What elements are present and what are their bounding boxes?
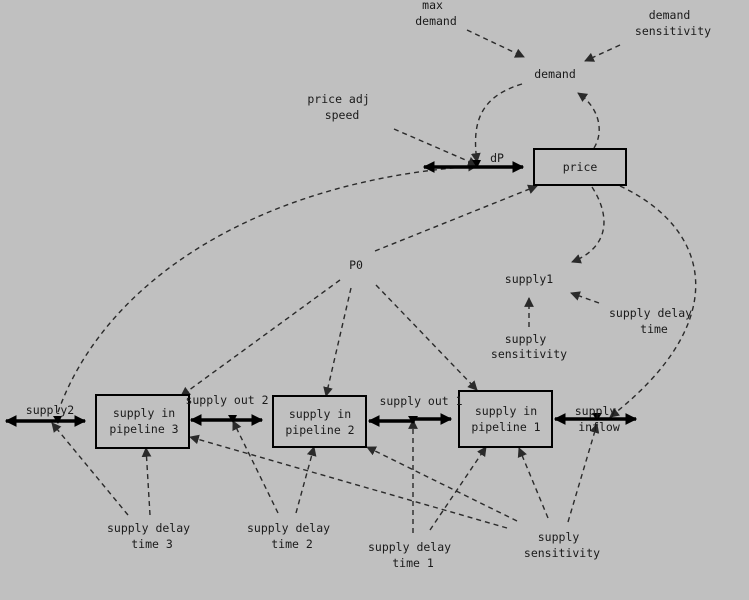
link-supply2-dP <box>57 161 478 413</box>
stock-price[interactable]: price <box>533 148 627 186</box>
link-supplysens-pipe3 <box>189 434 508 529</box>
variable-max-demand[interactable]: max demand <box>415 0 457 28</box>
variable-demand[interactable]: demand <box>534 67 576 81</box>
variable-supply1[interactable]: supply1 <box>505 272 554 286</box>
link-supplysens-pipe1 <box>517 447 549 519</box>
flow-label-supplyout1: supply out 1 <box>379 394 462 408</box>
valve-icon <box>408 416 418 424</box>
flow-label-supply2: supply2 <box>26 403 74 417</box>
stock-label: price <box>563 160 598 174</box>
flow-supply2 <box>4 415 87 427</box>
variable-supply-delay-time-3[interactable]: supply delay time 3 <box>107 521 197 551</box>
link-delay2-supplyout2 <box>232 420 279 514</box>
connectors <box>51 29 697 533</box>
stock-label: supply in <box>113 406 175 420</box>
stock-pipeline-3[interactable]: supply in pipeline 3 <box>95 394 190 449</box>
variable-supply-sensitivity-1[interactable]: supply sensitivity <box>491 332 567 361</box>
flow-label-supplyout2: supply out 2 <box>185 393 268 407</box>
variable-demand-sensitivity[interactable]: demand sensitivity <box>635 8 711 38</box>
variable-supply-delay-time[interactable]: supply delay time <box>609 306 699 336</box>
link-P0-pipe2 <box>323 287 352 397</box>
link-price-inflow <box>609 185 697 418</box>
link-P0-pipe3 <box>180 279 341 397</box>
variable-supply-sensitivity-2[interactable]: supply sensitivity <box>524 530 600 560</box>
flow-dP <box>422 160 525 173</box>
link-maxdemand-demand <box>466 29 525 58</box>
stock-label: supply in <box>289 407 351 421</box>
link-delay-supply1 <box>570 291 600 304</box>
link-price-supply1 <box>571 186 605 264</box>
variable-price-adj-speed[interactable]: price adj speed <box>307 92 376 122</box>
link-supplysens-inflow <box>567 423 600 523</box>
link-delay2-pipe2 <box>295 446 317 514</box>
valve-icon <box>592 413 602 421</box>
stock-label: pipeline 1 <box>471 420 540 434</box>
flow-supplyout1 <box>367 413 453 427</box>
stock-pipeline-1[interactable]: supply in pipeline 1 <box>458 390 553 448</box>
link-P0-pipe1 <box>375 284 478 391</box>
stock-label: pipeline 3 <box>109 422 178 436</box>
valve-icon <box>53 416 62 424</box>
variable-P0[interactable]: P0 <box>349 258 363 272</box>
link-delay1-pipe1 <box>429 446 487 531</box>
link-priceadj-dP <box>393 128 478 166</box>
flow-label-inflow: supply inflow <box>575 404 623 434</box>
flow-inflow <box>553 413 638 425</box>
link-demand-dP <box>470 83 523 163</box>
stock-label: pipeline 2 <box>285 423 354 437</box>
link-P0-price <box>374 184 538 252</box>
valve-icon <box>228 415 237 423</box>
stock-pipeline-2[interactable]: supply in pipeline 2 <box>272 395 367 448</box>
stock-label: supply in <box>475 404 537 418</box>
link-price-demand <box>577 92 600 149</box>
link-delay3-supply2 <box>51 422 129 516</box>
link-delay3-pipe3 <box>141 447 152 516</box>
valve-icon <box>472 160 481 168</box>
link-demandsens-demand <box>584 44 621 62</box>
variable-supply-delay-time-1[interactable]: supply delay time 1 <box>368 540 458 570</box>
variable-supply-delay-time-2[interactable]: supply delay time 2 <box>247 521 337 551</box>
flow-label-dP: dP <box>490 151 504 165</box>
flow-supplyout2 <box>189 414 264 426</box>
link-supplysens-pipe2 <box>366 446 518 522</box>
